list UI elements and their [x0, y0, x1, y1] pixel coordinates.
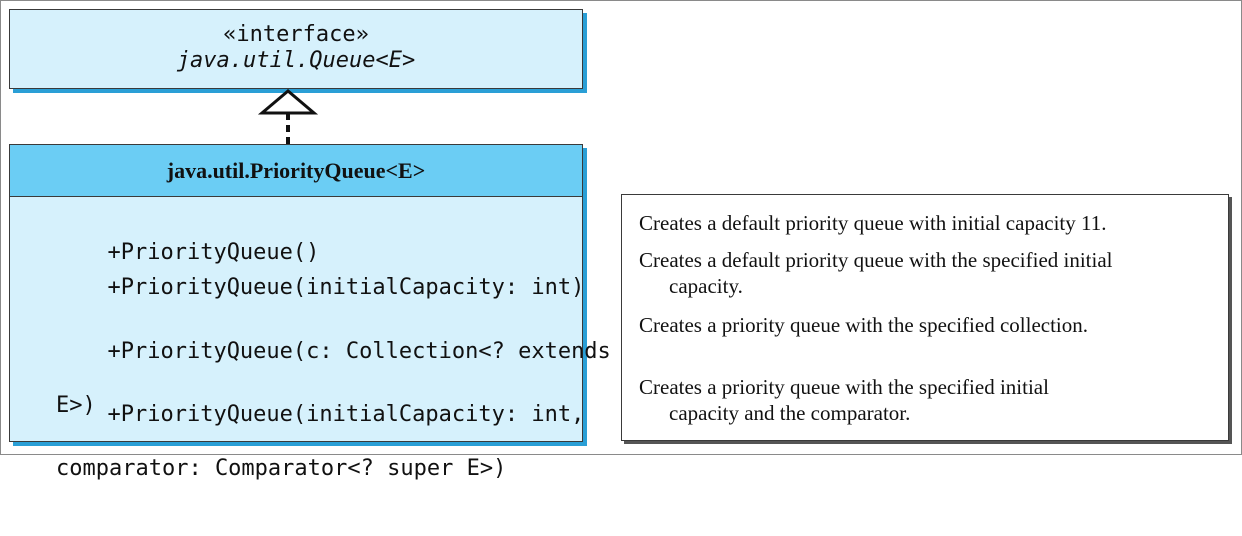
description-comparator: Creates a priority queue with the specif…: [639, 374, 1049, 426]
class-box: java.util.PriorityQueue<E> +PriorityQueu…: [9, 144, 611, 481]
description-box: Creates a default priority queue with in…: [621, 194, 1229, 441]
description-default: Creates a default priority queue with in…: [639, 210, 1106, 236]
hollow-triangle-arrowhead: [257, 89, 319, 115]
interface-stereotype: «interface»: [223, 22, 369, 47]
interface-box: «interface» java.util.Queue<E>: [9, 9, 583, 89]
method-constructor-collection: +PriorityQueue(c: Collection<? extends E…: [28, 311, 611, 473]
realization-arrow: [257, 89, 319, 145]
description-collection: Creates a priority queue with the specif…: [639, 312, 1088, 338]
method-line: +PriorityQueue(c: Collection<? extends: [107, 339, 611, 364]
method-line-continued: comparator: Comparator<? super E>): [56, 456, 507, 481]
description-line: Creates a default priority queue with in…: [639, 211, 1107, 235]
diagram-frame: «interface» java.util.Queue<E> java.util…: [0, 0, 1242, 481]
method-constructor-default: +PriorityQueue(): [28, 212, 319, 293]
method-line: +PriorityQueue(initialCapacity: int): [107, 275, 585, 300]
description-capacity: Creates a default priority queue with th…: [639, 247, 1113, 299]
description-line: Creates a priority queue with the specif…: [639, 313, 1089, 337]
method-line: +PriorityQueue(): [107, 240, 320, 265]
method-line: +PriorityQueue(initialCapacity: int,: [107, 402, 585, 427]
interface-name: java.util.Queue<E>: [176, 48, 416, 73]
method-line-continued: E>): [56, 393, 96, 418]
description-line-continued: capacity.: [669, 274, 743, 298]
description-line-continued: capacity and the comparator.: [669, 401, 911, 425]
method-constructor-capacity: +PriorityQueue(initialCapacity: int): [28, 247, 584, 328]
description-line: Creates a priority queue with the specif…: [639, 375, 1049, 399]
description-line: Creates a default priority queue with th…: [639, 248, 1113, 272]
class-name: java.util.PriorityQueue<E>: [10, 145, 582, 197]
method-constructor-comparator: +PriorityQueue(initialCapacity: int, com…: [28, 374, 584, 536]
